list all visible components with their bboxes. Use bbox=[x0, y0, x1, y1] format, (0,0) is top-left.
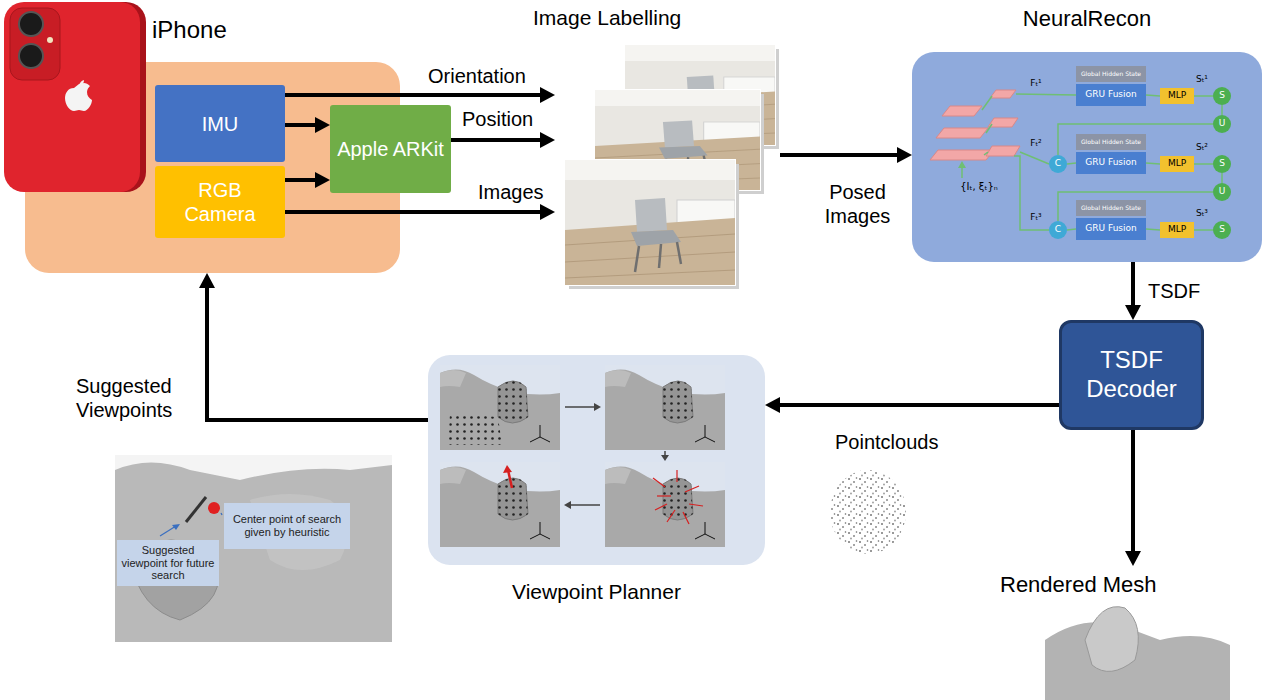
figure-label: Fₜ¹ bbox=[1024, 78, 1048, 90]
mesh-picture bbox=[1045, 607, 1230, 700]
figure-label: U bbox=[1213, 115, 1231, 133]
figure-label: Fₜ² bbox=[1024, 138, 1048, 150]
figure-label: MLP bbox=[1160, 88, 1194, 104]
phone-picture bbox=[4, 2, 146, 192]
heading: Rendered Mesh bbox=[1000, 572, 1235, 598]
arrow bbox=[1125, 262, 1141, 320]
edge-label: Position bbox=[462, 107, 557, 131]
process-box: Apple ARKit bbox=[330, 105, 451, 193]
arrow bbox=[1125, 430, 1141, 566]
figure-label: Sₜ² bbox=[1190, 142, 1214, 154]
sensor-box: RGB Camera bbox=[155, 166, 285, 238]
callout-box: Suggested viewpoint for future search bbox=[117, 540, 219, 586]
heading: iPhone bbox=[152, 16, 272, 45]
figure-label: GRU Fusion bbox=[1076, 84, 1146, 106]
edge-label: Orientation bbox=[428, 64, 553, 88]
figure-label: Sₜ¹ bbox=[1190, 74, 1214, 86]
arrow bbox=[765, 397, 1059, 413]
arrow-line bbox=[1131, 430, 1135, 553]
heading: Image Labelling bbox=[533, 5, 733, 30]
arrow-line bbox=[778, 403, 1059, 407]
box-label: TSDF Decoder bbox=[1062, 346, 1201, 404]
heading: NeuralRecon bbox=[912, 6, 1262, 32]
arrow bbox=[451, 132, 555, 148]
figure-label: Sₜ³ bbox=[1190, 208, 1214, 220]
figure-label: Global Hidden State bbox=[1076, 200, 1146, 216]
figure-label: S bbox=[1213, 155, 1231, 173]
figure-label: Global Hidden State bbox=[1076, 66, 1146, 82]
arrow-head bbox=[540, 204, 555, 220]
box-label: Center point of search given by heuristi… bbox=[227, 513, 347, 538]
arrow-head bbox=[765, 397, 780, 413]
figure-label: GRU Fusion bbox=[1076, 152, 1146, 174]
arrow-head bbox=[540, 87, 555, 103]
arrow-line bbox=[285, 123, 317, 127]
arrow-line bbox=[1131, 262, 1135, 307]
arrow-head bbox=[199, 273, 215, 288]
figure-label: GRU Fusion bbox=[1076, 218, 1146, 240]
arrow-head bbox=[540, 132, 555, 148]
arrow-line bbox=[451, 138, 542, 142]
arrow-line bbox=[780, 153, 899, 157]
arrow-line bbox=[285, 93, 542, 97]
arrow-head bbox=[1125, 551, 1141, 566]
arrow-line bbox=[285, 178, 317, 182]
edge-label: Posed Images bbox=[815, 180, 900, 228]
heading: Viewpoint Planner bbox=[428, 579, 765, 604]
point-cloud bbox=[830, 470, 906, 554]
box-label: RGB Camera bbox=[175, 178, 265, 226]
decoder-box: TSDF Decoder bbox=[1059, 320, 1204, 430]
figure-label: {Iₜ, ξₜ}ₙ bbox=[944, 180, 1014, 194]
figure-label: Fₜ³ bbox=[1024, 212, 1048, 224]
arrow-line bbox=[207, 286, 428, 420]
edge-label: Pointclouds bbox=[835, 430, 955, 454]
edge-label: Images bbox=[478, 180, 558, 204]
edge-label: TSDF bbox=[1148, 279, 1208, 303]
figure-label: S bbox=[1213, 221, 1231, 239]
figure-label: MLP bbox=[1160, 156, 1194, 172]
figure-label: C bbox=[1049, 221, 1067, 239]
arrow bbox=[780, 147, 912, 163]
box-label: IMU bbox=[202, 112, 239, 136]
figure-label: U bbox=[1213, 183, 1231, 201]
arrow-line bbox=[285, 210, 542, 214]
callout-box: Center point of search given by heuristi… bbox=[224, 503, 350, 549]
figure-label: C bbox=[1049, 155, 1067, 173]
suggested-view-picture bbox=[115, 455, 392, 642]
figure-label: S bbox=[1213, 87, 1231, 105]
edge-label: Suggested Viewpoints bbox=[76, 374, 201, 422]
arrow-head bbox=[897, 147, 912, 163]
arrow bbox=[199, 273, 428, 420]
labelled-photos bbox=[564, 44, 779, 289]
sensor-box: IMU bbox=[155, 85, 285, 162]
figure-label: Global Hidden State bbox=[1076, 134, 1146, 150]
box-label: Apple ARKit bbox=[337, 137, 444, 161]
box-label: Suggested viewpoint for future search bbox=[120, 544, 216, 582]
figure-label: MLP bbox=[1160, 222, 1194, 238]
arrow-head bbox=[1125, 305, 1141, 320]
